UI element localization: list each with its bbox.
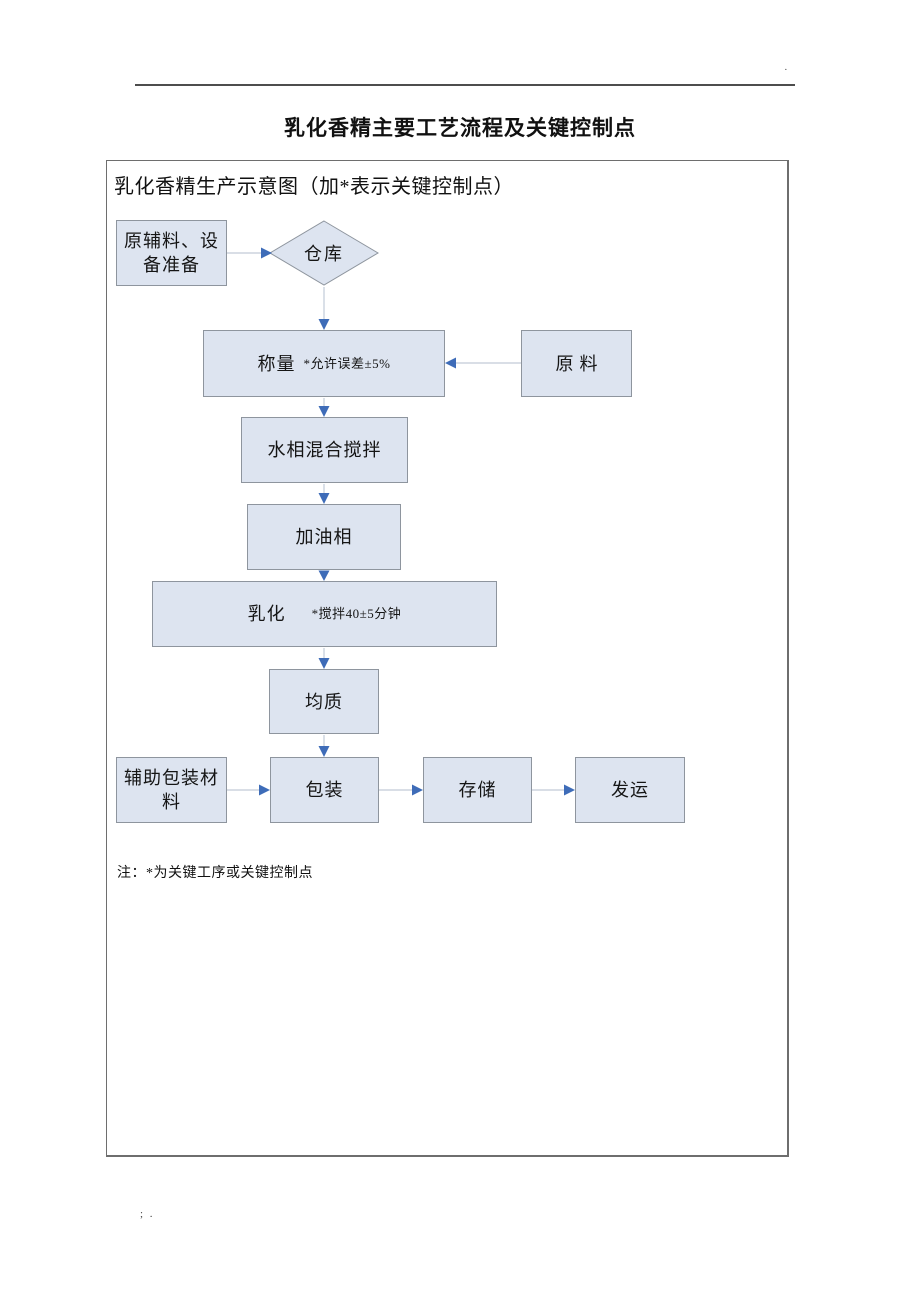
flow-node-water: 水相混合搅拌 [241,417,408,483]
flow-node-aux: 辅助包装材料 [116,757,227,823]
flow-node-annotation: *允许误差±5% [303,355,391,371]
flow-node-warehouse: 仓库 [269,220,379,286]
flow-node-label: 发运 [611,780,649,800]
flow-node-store: 存储 [423,757,532,823]
flow-node-raw: 原料 [521,330,632,397]
page-title: 乳化香精主要工艺流程及关键控制点 [284,116,636,140]
flow-node-label: 包装 [305,780,344,800]
flow-node-label: 加油相 [295,527,353,547]
flow-node-label: 仓库 [304,244,344,264]
flow-node-oil: 加油相 [247,504,401,570]
flow-node-label: 乳化 [247,604,286,624]
flow-node-label: 原料 [555,353,604,374]
flow-node-prep: 原辅料、设备准备 [116,220,227,286]
diamond-shape-icon [269,220,379,286]
diagram-frame: 乳化香精生产示意图（加*表示关键控制点） [106,160,789,1157]
flow-node-emulsify: 乳化 *搅拌40±5分钟 [152,581,497,647]
flow-node-label: 称量 [257,353,296,374]
flow-node-annotation: *搅拌40±5分钟 [311,606,402,621]
flow-node-weigh: 称量 *允许误差±5% [203,330,445,397]
header-rule [135,84,795,86]
flow-node-pack: 包装 [270,757,379,823]
flow-node-label: 原辅料、设备准备 [124,231,219,275]
flow-node-label: 辅助包装材料 [124,768,219,812]
flow-node-label: 存储 [458,780,497,800]
footer-marks: ; . [140,1208,155,1220]
flow-node-label: 水相混合搅拌 [267,440,382,460]
diagram-note: 注：*为关键工序或关键控制点 [117,866,313,881]
stray-dot: · [784,64,788,76]
diagram-header: 乳化香精生产示意图（加*表示关键控制点） [114,176,514,198]
flow-node-ship: 发运 [575,757,685,823]
flow-node-homogenize: 均质 [269,669,379,734]
flow-node-label: 均质 [305,691,343,712]
